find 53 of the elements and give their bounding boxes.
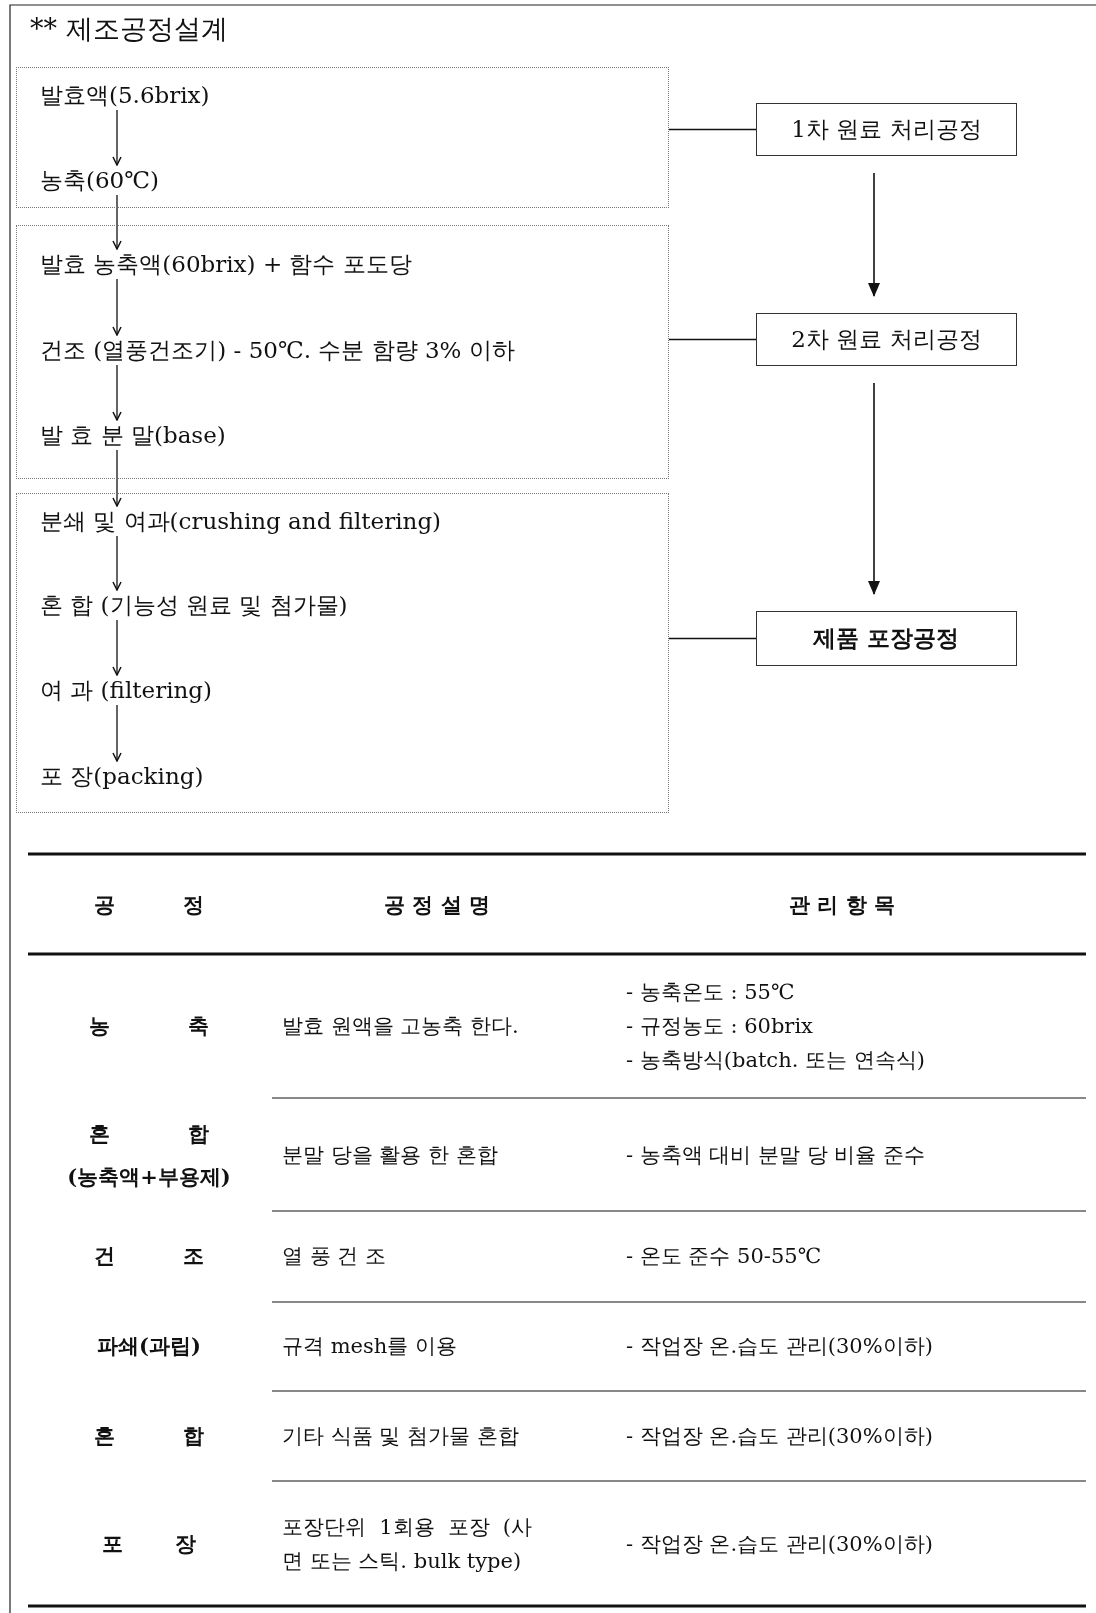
arrow xyxy=(112,449,122,507)
process-step: 발효 농축액(60brix) + 함수 포도당 xyxy=(40,250,412,278)
table-cell-text: - 농축방식(batch. 또는 연속식) xyxy=(626,1047,925,1074)
table-cell-text: - 작업장 온.습도 관리(30%이하) xyxy=(626,1531,933,1558)
connector-line xyxy=(668,338,757,341)
group-box xyxy=(16,67,669,208)
arrow xyxy=(112,535,122,591)
arrow xyxy=(112,278,122,336)
process-step: 농축(60℃) xyxy=(40,166,159,194)
table-cell-text: 열 풍 건 조 xyxy=(282,1243,387,1270)
table-cell-text: - 농축온도 : 55℃ xyxy=(626,979,795,1006)
title: ** 제조공정설계 xyxy=(30,12,228,46)
table-header: 공 정 xyxy=(94,891,204,919)
process-step: 포 장(packing) xyxy=(40,762,204,790)
table-cell-text: 건 조 xyxy=(94,1242,204,1270)
process-step: 발 효 분 말(base) xyxy=(40,421,226,449)
stage-box: 2차 원료 처리공정 xyxy=(756,313,1017,366)
stage-box: 1차 원료 처리공정 xyxy=(756,103,1017,156)
table-cell-text: (농축액+부용제) xyxy=(67,1163,231,1191)
table-cell-text: 파쇄(과립) xyxy=(97,1332,201,1360)
table-cell-text: 분말 당을 활용 한 혼합 xyxy=(282,1142,498,1169)
table-cell-text: 기타 식품 및 첨가물 혼합 xyxy=(282,1423,519,1450)
process-step: 혼 합 (기능성 원료 및 첨가물) xyxy=(40,591,348,619)
table-cell-text: 규격 mesh를 이용 xyxy=(282,1333,457,1360)
table-cell-text: - 온도 준수 50-55℃ xyxy=(626,1243,822,1270)
table-cell-text: - 규정농도 : 60brix xyxy=(626,1013,813,1040)
arrow xyxy=(112,194,122,250)
table-cell-text: 발효 원액을 고농축 한다. xyxy=(282,1013,519,1040)
arrow xyxy=(112,619,122,676)
table-cell-text: 혼 합 xyxy=(89,1120,209,1148)
arrow xyxy=(868,382,880,595)
arrow xyxy=(868,172,880,297)
process-step: 건조 (열풍건조기) - 50℃. 수분 함량 3% 이하 xyxy=(40,336,515,364)
group-box xyxy=(16,493,669,813)
stage-box: 제품 포장공정 xyxy=(756,611,1017,666)
process-step: 분쇄 및 여과(crushing and filtering) xyxy=(40,507,442,535)
arrow xyxy=(112,364,122,421)
table-header: 공 정 설 명 xyxy=(384,891,490,919)
group-box xyxy=(16,225,669,479)
table-header: 관 리 항 목 xyxy=(789,891,895,919)
connector-line xyxy=(668,128,757,131)
table-cell-text: - 작업장 온.습도 관리(30%이하) xyxy=(626,1423,933,1450)
table-cell-text: 혼 합 xyxy=(94,1422,204,1450)
connector-line xyxy=(668,637,757,640)
arrow xyxy=(112,704,122,762)
arrow xyxy=(112,109,122,166)
table-cell-text: 농 축 xyxy=(89,1012,209,1040)
table-cell-text: 포 장 xyxy=(101,1530,197,1558)
process-step: 발효액(5.6brix) xyxy=(40,81,210,109)
table-cell-text: 포장단위 1회용 포장 (사면 또는 스틱. bulk type) xyxy=(282,1514,532,1575)
table-cell-text: - 농축액 대비 분말 당 비율 준수 xyxy=(626,1142,926,1169)
table-cell-text: - 작업장 온.습도 관리(30%이하) xyxy=(626,1333,933,1360)
process-step: 여 과 (filtering) xyxy=(40,676,212,704)
